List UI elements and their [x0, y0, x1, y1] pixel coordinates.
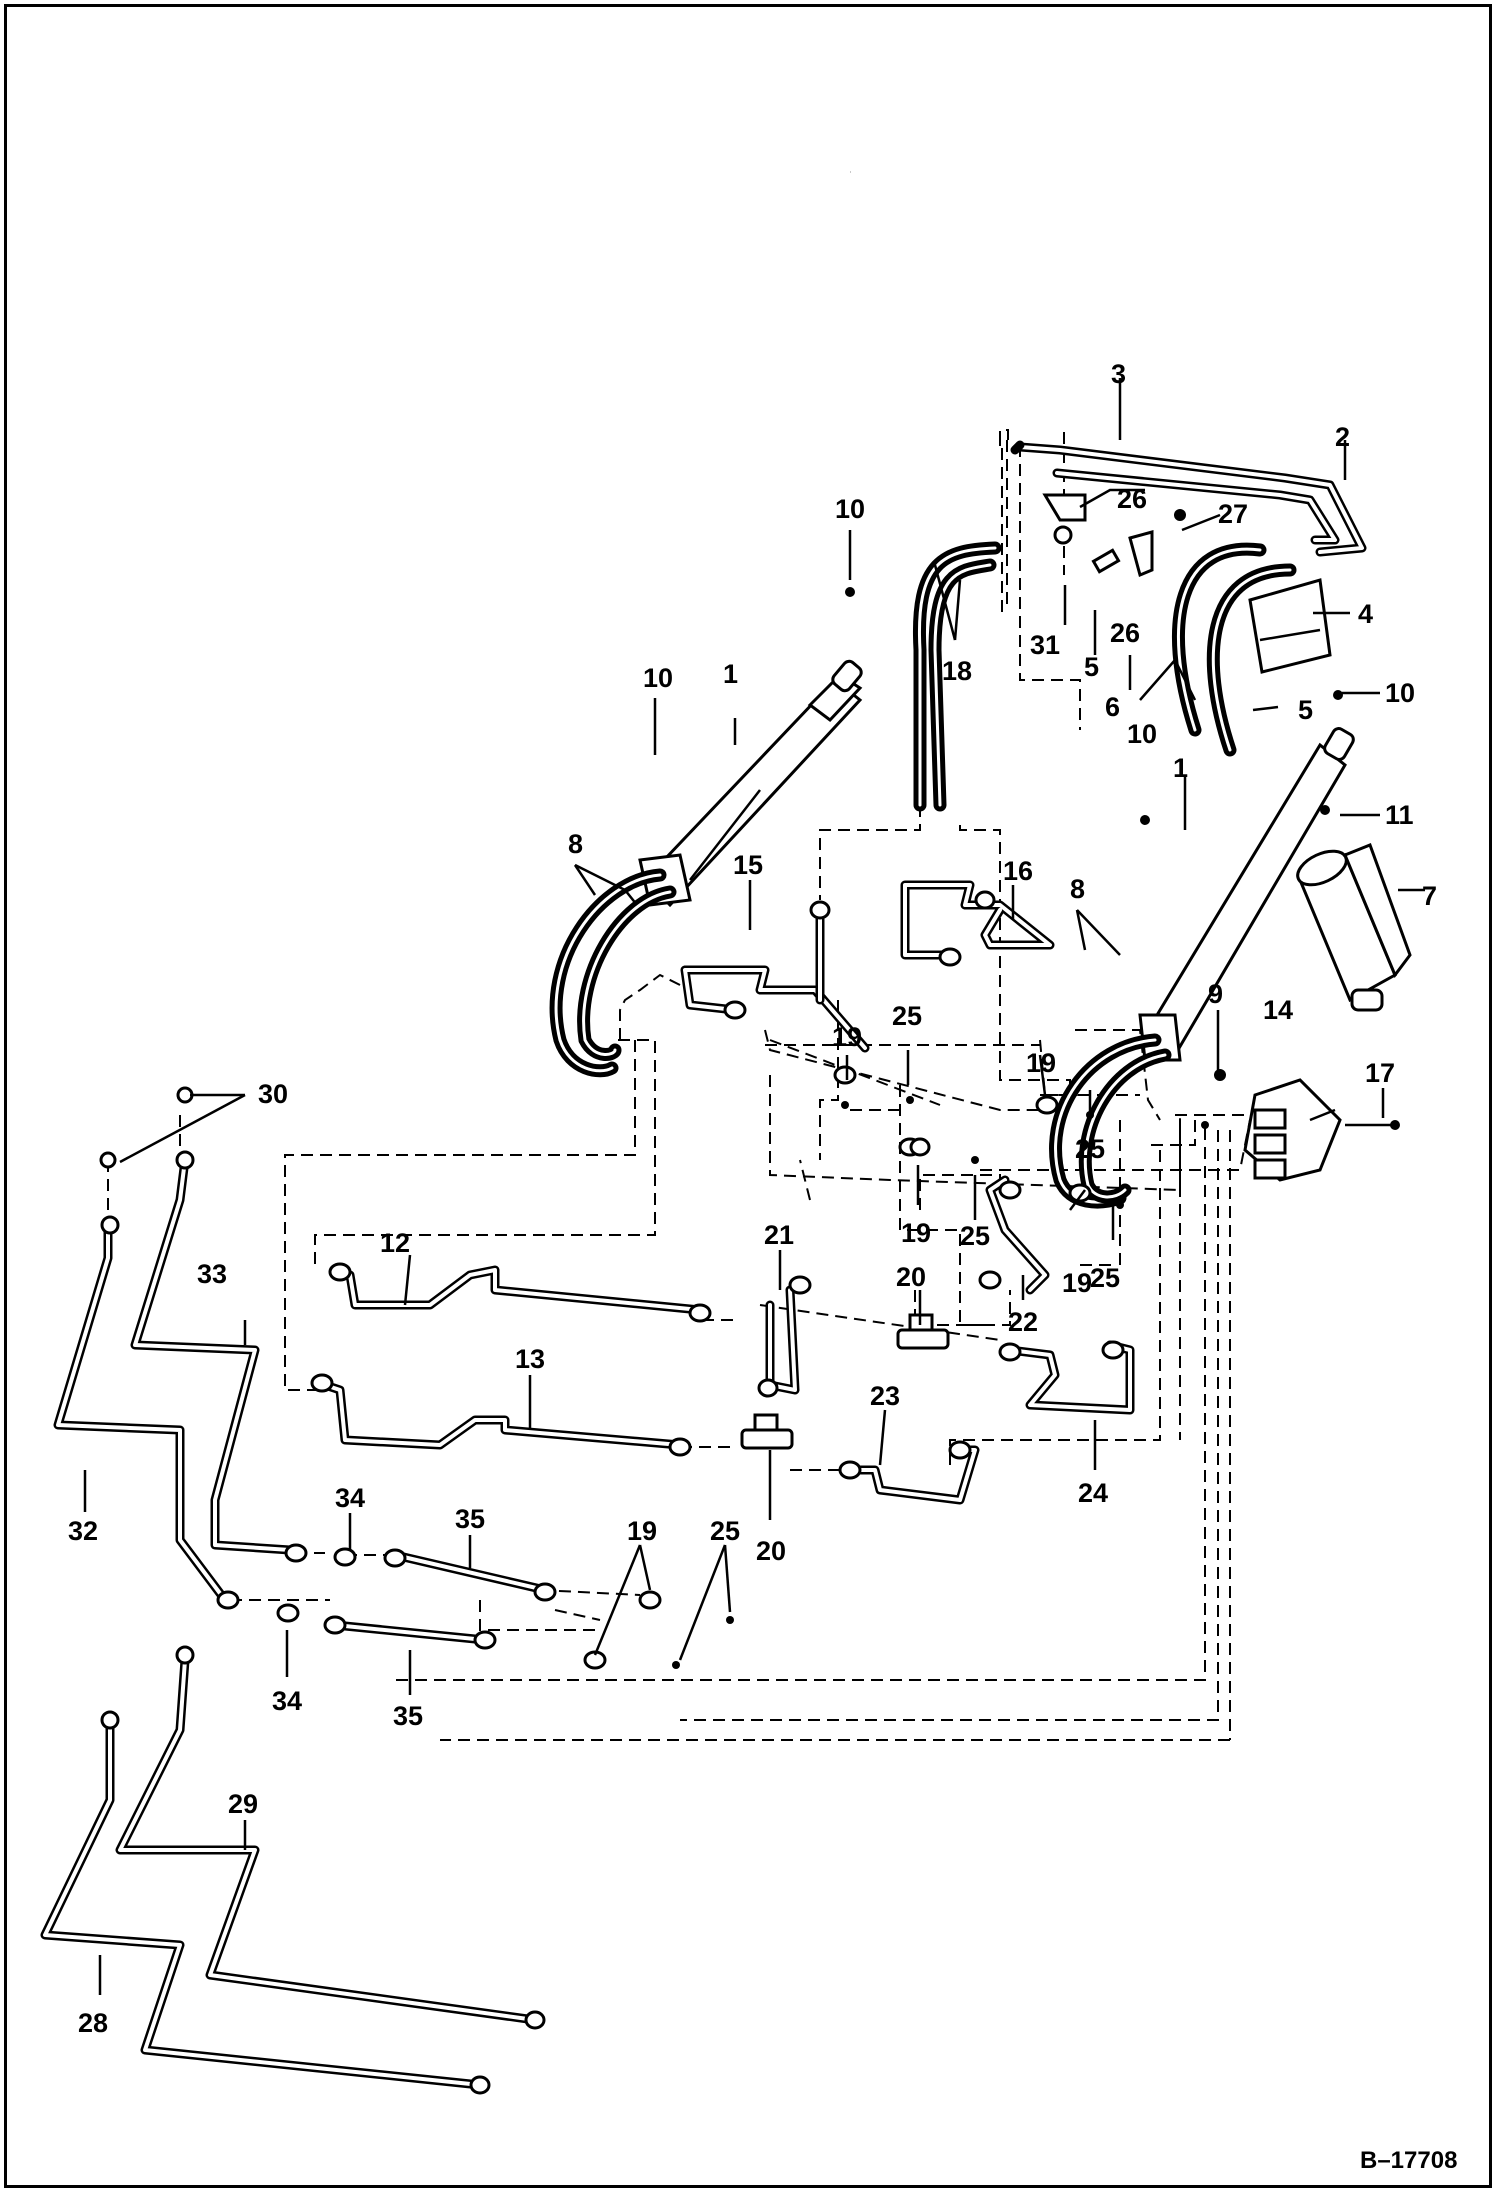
hoses-6 — [1172, 542, 1297, 757]
callout-12: 12 — [380, 1228, 410, 1258]
callout-24: 24 — [1078, 1478, 1108, 1508]
callout-26: 26 — [1117, 484, 1147, 514]
callout-8: 8 — [1070, 874, 1085, 904]
tubes-15-16 — [680, 880, 1055, 1053]
callout-7: 7 — [1422, 881, 1437, 911]
callout-23: 23 — [870, 1381, 900, 1411]
callout-20: 20 — [896, 1262, 926, 1292]
callout-19: 19 — [1026, 1048, 1056, 1078]
callout-34: 34 — [335, 1483, 365, 1513]
tubes-28-29 — [40, 1655, 540, 2090]
callout-11: 11 — [1385, 800, 1414, 830]
callout-25: 25 — [892, 1001, 922, 1031]
tilt-cylinder-7 — [1296, 805, 1412, 1012]
callout-18: 18 — [942, 656, 972, 686]
reference-code: B–17708 — [1360, 2147, 1457, 2174]
callout-3: 3 — [1111, 359, 1126, 389]
callout-21: 21 — [764, 1220, 794, 1250]
hoses-18 — [912, 541, 1002, 812]
control-valve-14 — [1214, 1069, 1400, 1182]
callout-30: 30 — [258, 1079, 288, 1109]
callout-19: 19 — [1062, 1268, 1092, 1298]
callout-5: 5 — [1084, 652, 1099, 682]
callout-22: 22 — [1008, 1307, 1038, 1337]
callout-8: 8 — [568, 829, 583, 859]
callout-1: 1 — [723, 659, 738, 689]
tubes-21-24-tees — [740, 1175, 1135, 1505]
callout-33: 33 — [197, 1259, 227, 1289]
callout-25: 25 — [710, 1516, 740, 1546]
callout-9: 9 — [1208, 979, 1223, 1009]
callout-20: 20 — [756, 1536, 786, 1566]
lift-cylinder-right — [1138, 690, 1355, 1062]
callout-16: 16 — [1003, 856, 1033, 886]
callout-35: 35 — [393, 1701, 423, 1731]
callout-28: 28 — [78, 2008, 108, 2038]
callout-19: 19 — [832, 1022, 862, 1052]
fittings — [100, 890, 1209, 2095]
callout-32: 32 — [68, 1516, 98, 1546]
callout-34: 34 — [272, 1686, 302, 1716]
tubes-12-13 — [320, 1265, 705, 1450]
callout-1: 1 — [1173, 753, 1188, 783]
tubes-32-33 — [53, 1086, 295, 1605]
callout-6: 6 — [1105, 692, 1120, 722]
callout-5: 5 — [1298, 695, 1313, 725]
callout-13: 13 — [515, 1344, 545, 1374]
callout-10: 10 — [643, 663, 673, 693]
callout-29: 29 — [228, 1789, 258, 1819]
callout-27: 27 — [1218, 499, 1248, 529]
callout-31: 31 — [1030, 630, 1060, 660]
callout-25: 25 — [1090, 1263, 1120, 1293]
callout-25: 25 — [960, 1221, 990, 1251]
plate-4 — [1248, 578, 1332, 674]
callout-19: 19 — [901, 1218, 931, 1248]
tubes-35 — [330, 1550, 550, 1645]
callout-35: 35 — [455, 1504, 485, 1534]
callout-19: 19 — [627, 1516, 657, 1546]
callout-10: 10 — [835, 494, 865, 524]
tube-assembly-2-3 — [1010, 440, 1367, 557]
leader-lines — [83, 378, 1425, 1995]
callout-17: 17 — [1365, 1058, 1395, 1088]
hoses-8-left — [549, 868, 677, 1078]
callout-15: 15 — [733, 850, 763, 880]
callout-2: 2 — [1335, 422, 1350, 452]
hoses-8-right — [1049, 1033, 1172, 1209]
callout-26: 26 — [1110, 618, 1140, 648]
callout-14: 14 — [1263, 995, 1293, 1025]
callout-labels: 1 1 2 3 4 5 5 6 7 8 8 9 10 10 10 10 11 1… — [68, 359, 1457, 2174]
diagram-frame — [4, 4, 1492, 2188]
callout-25: 25 — [1075, 1134, 1105, 1164]
brackets-26-27-31 — [1042, 493, 1186, 578]
callout-10: 10 — [1385, 678, 1415, 708]
callout-4: 4 — [1358, 599, 1373, 629]
callout-10: 10 — [1127, 719, 1157, 749]
